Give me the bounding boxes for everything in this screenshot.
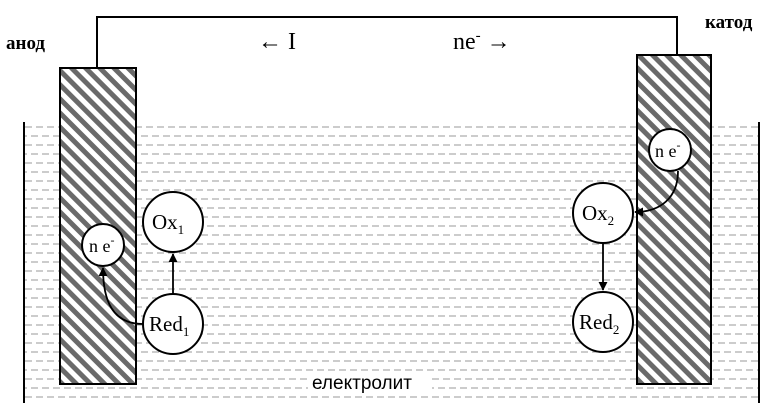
electron-flow-base: ne [453, 29, 476, 55]
cathode-ox2-node: Ox2 [572, 182, 634, 244]
current-direction-label: ← I [258, 29, 296, 55]
anode-ox1-node: Ox1 [142, 191, 204, 253]
red1-to-electrons-arrow [98, 267, 144, 325]
electron-flow-label: ne-→ [453, 28, 511, 55]
anode-electrons-node: n e- [81, 223, 125, 267]
cathode-red2-node: Red2 [572, 291, 634, 353]
electron-flow-arrow: → [487, 29, 511, 55]
anode-label: анод [6, 33, 45, 54]
svg-text:n e-: n e- [89, 233, 115, 256]
svg-text:Red2: Red2 [579, 310, 619, 337]
electrolyte-label: електролит [312, 373, 412, 394]
svg-text:n e-: n e- [655, 138, 681, 161]
external-circuit-wire [96, 16, 678, 68]
electrolyte-label-bg [308, 372, 432, 394]
svg-text:Red1: Red1 [149, 312, 189, 339]
svg-text:Ox2: Ox2 [582, 201, 614, 228]
electron-flow-sup: - [476, 28, 481, 44]
cathode-electrode [636, 54, 712, 385]
cathode-electrons-node: n e- [648, 128, 692, 172]
svg-text:Ox1: Ox1 [152, 210, 184, 237]
anode-red1-node: Red1 [142, 293, 204, 355]
electrons-to-ox2-arrow [634, 170, 679, 217]
cathode-label: катод [705, 12, 753, 33]
